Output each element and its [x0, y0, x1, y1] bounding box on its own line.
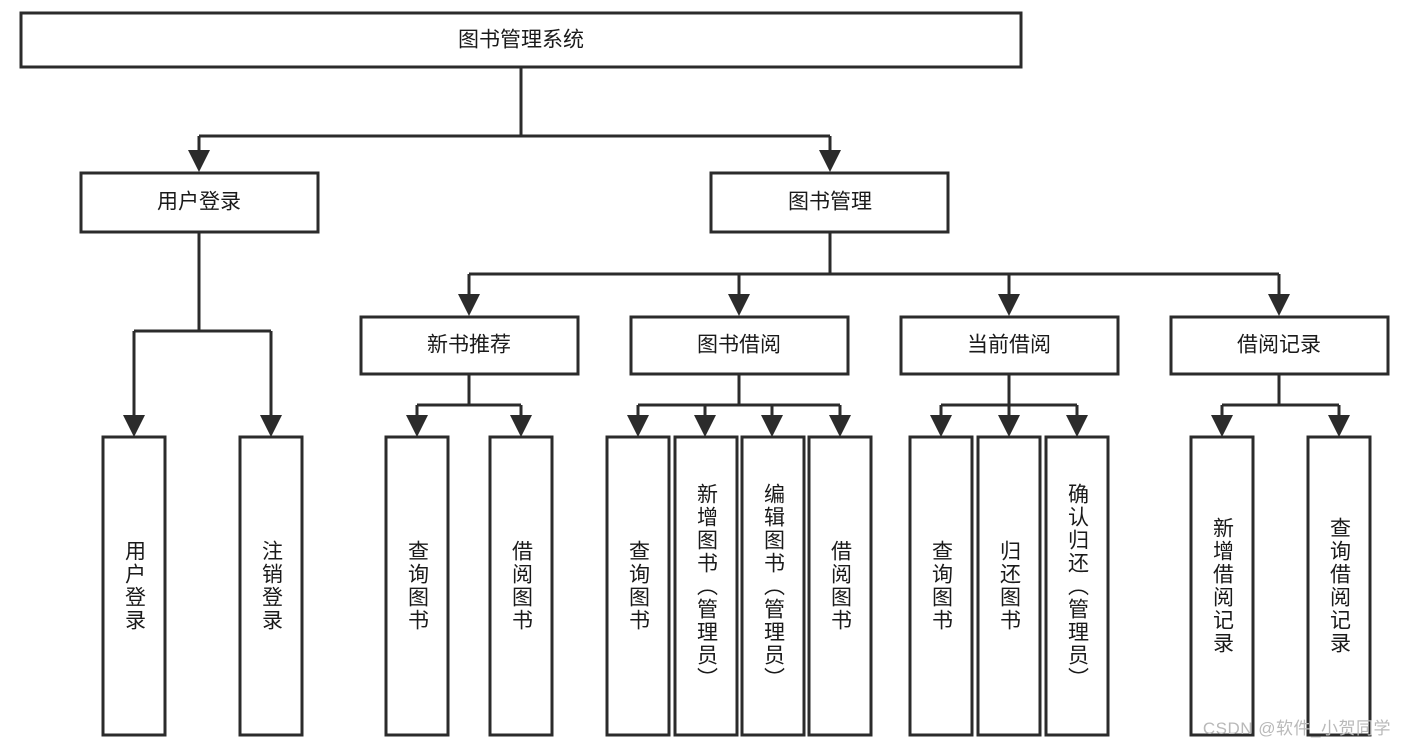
arrow-book-borrow: [728, 294, 750, 316]
arrow-borrow-record: [1268, 294, 1290, 316]
arrow-leaf-b2: [694, 415, 716, 437]
arrow-leaf-n1: [406, 415, 428, 437]
node-box-system-root[interactable]: [19, 11, 1023, 69]
node-label-user-login: 用户登录: [157, 191, 241, 214]
node-box-user-login[interactable]: [79, 171, 320, 234]
arrow-user-login: [188, 150, 210, 172]
node-box-leaf-record-add[interactable]: [1189, 435, 1255, 737]
arrow-leaf-c2: [998, 415, 1020, 437]
node-box-leaf-current-borrow-query[interactable]: [908, 435, 974, 737]
node-box-leaf-new-book-query[interactable]: [384, 435, 450, 737]
node-label-current-borrow: 当前借阅: [967, 334, 1051, 357]
node-box-book-manage[interactable]: [709, 171, 950, 234]
arrowhead-layer: [123, 150, 1350, 437]
node-box-leaf-record-query[interactable]: [1306, 435, 1372, 737]
arrow-leaf-r1: [1211, 415, 1233, 437]
node-box-leaf-current-borrow-confirm[interactable]: [1044, 435, 1110, 737]
node-label-system-root: 图书管理系统: [458, 29, 584, 52]
node-box-leaf-book-borrow-add[interactable]: [673, 435, 739, 737]
node-label-book-borrow: 图书借阅: [697, 334, 781, 357]
arrow-leaf-u1: [123, 415, 145, 437]
arrow-leaf-r2: [1328, 415, 1350, 437]
arrow-leaf-u2: [260, 415, 282, 437]
node-box-leaf-user-login-login[interactable]: [101, 435, 167, 737]
arrow-leaf-n2: [510, 415, 532, 437]
arrow-current-borrow: [998, 294, 1020, 316]
arrow-book-manage: [819, 150, 841, 172]
node-box-leaf-book-borrow-edit[interactable]: [740, 435, 806, 737]
node-box-book-borrow[interactable]: [629, 315, 850, 376]
node-label-new-book-recommend: 新书推荐: [427, 334, 511, 357]
csdn-watermark: CSDN @软件_小贺同学: [1202, 719, 1391, 738]
node-label-book-manage: 图书管理: [788, 191, 872, 214]
node-box-leaf-book-borrow-query[interactable]: [605, 435, 671, 737]
node-box-borrow-record[interactable]: [1169, 315, 1390, 376]
arrow-leaf-b3: [761, 415, 783, 437]
arrow-leaf-b4: [829, 415, 851, 437]
node-box-current-borrow[interactable]: [899, 315, 1120, 376]
node-box-leaf-new-book-borrow[interactable]: [488, 435, 554, 737]
arrow-new-book: [458, 294, 480, 316]
arrow-leaf-c1: [930, 415, 952, 437]
node-box-leaf-user-login-logout[interactable]: [238, 435, 304, 737]
node-label-borrow-record: 借阅记录: [1237, 334, 1321, 357]
node-box-leaf-current-borrow-return[interactable]: [976, 435, 1042, 737]
node-box-leaf-book-borrow-borrow[interactable]: [807, 435, 873, 737]
arrow-leaf-b1: [627, 415, 649, 437]
node-layer: 图书管理系统 用户登录 图书管理 新书推荐 图书借阅 当前借阅 借阅记录: [19, 11, 1390, 737]
node-box-new-book-recommend[interactable]: [359, 315, 580, 376]
arrow-leaf-c3: [1066, 415, 1088, 437]
